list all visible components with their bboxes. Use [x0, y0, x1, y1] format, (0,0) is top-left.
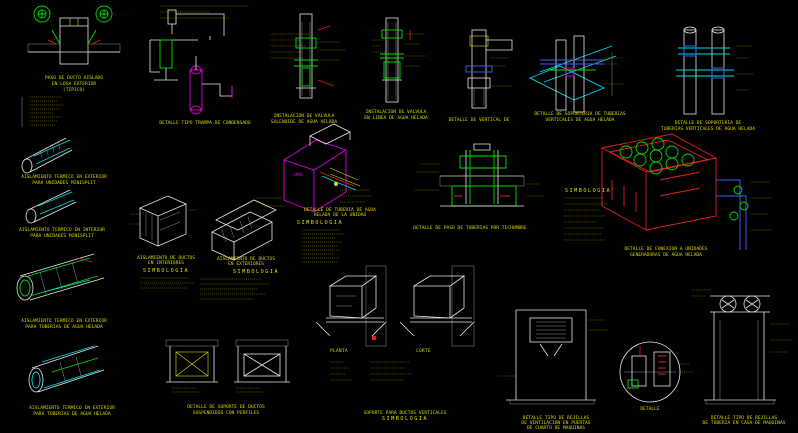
simbologia-2: SIMBOLOGIA: [233, 269, 279, 275]
simbologia-1: SIMBOLOGIA: [143, 268, 189, 274]
title-unit-pipe-2: HELADA DE LA UNIDAD: [314, 212, 367, 218]
title-thermal-ext-2b: PARA TUBERIAS DE AGUA HELADA: [25, 324, 103, 330]
title-chiller-1: DETALLE DE CONEXION A UNIDADES: [625, 246, 708, 252]
title-duct-insul-2a: AISLAMIENTO DE DUCTOS: [217, 256, 275, 262]
unit-tag: UMA: [294, 172, 303, 178]
title-duct-support-1: DETALLE DE SOPORTE DE DUCTOS: [187, 404, 265, 410]
simbologia-4: SIMBOLOGIA: [565, 188, 611, 194]
title-thermal-ext-2a: AISLAMIENTO TERMICO EN EXTERIOR: [21, 318, 107, 324]
detail-thermal-ext-1: AISLAMIENTO TERMICO EN EXTERIOR PARA UNI…: [21, 137, 107, 186]
detail-duct-insulation-2: AISLAMIENTO DE DUCTOS EN EXTERIORES SIMB…: [200, 197, 286, 300]
title-door-1a: DETALLE TIPO DE REJILLAS: [523, 415, 590, 421]
detail-vertical-line: INSTALACION DE VALVULA EN LINEA DE AGUA …: [364, 17, 428, 121]
detail-thermal-ext-2: AISLAMIENTO TERMICO EN EXTERIOR PARA TUB…: [16, 253, 107, 330]
detail-door-grille-1: DETALLE TIPO DE REJILLAS DE VENTILACION …: [498, 309, 608, 431]
title-door-1c: DE CUARTO DE MAQUINAS: [527, 425, 585, 431]
title-valve-install-1: INSTALACION DE VALVULA: [274, 113, 335, 119]
detail-unit-piping: UMA DETALLE DE TUBERIA DE AGUA HELADA DE…: [282, 123, 376, 263]
detail-vertical-duct-support: PLANTA CORTE SOPORTE PARA DUCTOS VERTICA…: [315, 265, 475, 422]
title-thermal-ext-1a: AISLAMIENTO TERMICO EN EXTERIOR: [21, 174, 107, 180]
title-pipe-support-2b: TUBERIAS VERTICALES DE AGUA HELADA: [661, 126, 755, 132]
title-unit-pipe-1: DETALLE DE TUBERIA DE AGUA: [304, 207, 376, 213]
title-chiller-2: GENERADORAS DE AGUA HELADA: [630, 252, 702, 258]
title-vertical-pipe: DETALLE DE VERTICAL DE: [449, 117, 510, 123]
title-refrigerant-line-1: INSTALACION DE VALVULA: [366, 109, 427, 115]
title-thermal-ext-1b: PARA UNIDADES MINISPLIT: [32, 180, 96, 186]
detail-door-grille-2: DETALLE TIPO DE REJILLAS DE TUBERIA EN C…: [692, 289, 792, 426]
label-detalle: DETALLE: [640, 406, 660, 412]
detail-pipe-support-1: DETALLE DE SOPORTERIA DE TUBERIAS VERTIC…: [528, 35, 626, 123]
label-corte: CORTE: [416, 348, 431, 354]
title-vertical-duct-support: SOPORTE PARA DUCTOS VERTICALES: [364, 410, 447, 416]
title-duct-insul-1a: AISLAMIENTO DE DUCTOS: [137, 255, 195, 261]
title-pipe-support-1a: DETALLE DE SOPORTERIA DE TUBERIAS: [534, 111, 626, 117]
title-duct-insul-1b: EN INTERIORES: [148, 260, 184, 266]
title-duct-support-2: SUSPENDIDOS CON PERFILES: [193, 410, 260, 416]
detail-valve-install: INSTALACION DE VALVULA SOLENOIDE DE AGUA…: [270, 13, 346, 125]
title-slab-passage: DETALLE DE PASO DE TUBERIAS POR TECHUMBR…: [413, 225, 527, 231]
title-duct-passage-1: PASO DE DUCTO AISLADO: [45, 75, 103, 81]
title-door-1b: DE VENTILACION EN PUERTAS: [521, 420, 590, 426]
title-thermal-int-1a: AISLAMIENTO TERMICO EN INTERIOR: [19, 227, 105, 233]
title-door-2a: DETALLE TIPO DE REJILLAS: [711, 415, 778, 421]
detail-slab-passage: DETALLE DE PASO DE TUBERIAS POR TECHUMBR…: [413, 143, 544, 231]
title-duct-passage-3: (TIPICO): [63, 87, 85, 93]
detail-chiller-connection: SIMBOLOGIA DETALLE DE CONEXION A UNIDADE…: [564, 133, 772, 258]
detail-duct-passage: PASO DE DUCTO AISLADO EN LOSA EXTERIOR (…: [21, 5, 121, 127]
title-refrigerant-line-2: EN LINEA DE AGUA HELADA: [364, 115, 428, 121]
detail-pipe-support-2: DETALLE DE SOPORTERIA DE TUBERIAS VERTIC…: [661, 26, 755, 132]
title-condensate-trap: DETALLE TIPO TRAMPA DE CONDENSADO: [159, 120, 251, 126]
detail-condensate-trap: DETALLE TIPO TRAMPA DE CONDENSADO: [149, 5, 251, 126]
title-pipe-support-1b: VERTICALES DE AGUA HELADA: [545, 117, 614, 123]
detail-thermal-int-1: AISLAMIENTO TERMICO EN INTERIOR PARA UNI…: [19, 189, 105, 239]
title-duct-insul-2b: EN EXTERIORES: [228, 261, 264, 267]
title-door-2b: DE TUBERIA EN CASA DE MAQUINAS: [703, 420, 786, 426]
title-thermal-ext-3a: AISLAMIENTO TERMICO EN EXTERIOR: [29, 405, 115, 411]
detail-vertical-pipe: DETALLE DE VERTICAL DE: [449, 29, 513, 123]
title-duct-passage-2: EN LOSA EXTERIOR: [52, 81, 96, 87]
title-valve-install-2: SOLENOIDE DE AGUA HELADA: [271, 119, 338, 125]
detail-duct-support: DETALLE DE SOPORTE DE DUCTOS SUSPENDIDOS…: [165, 339, 290, 416]
simbologia-5: SIMBOLOGIA: [382, 416, 428, 422]
simbologia-3: SIMBOLOGIA: [297, 220, 343, 226]
detail-duct-insulation-1: AISLAMIENTO DE DUCTOS EN INTERIORES SIMB…: [130, 195, 198, 289]
title-pipe-support-2a: DETALLE DE SOPORTERIA DE: [675, 120, 742, 126]
title-thermal-int-1b: PARA UNIDADES MINISPLIT: [30, 233, 94, 239]
title-thermal-ext-3b: PARA TUBERIAS DE AGUA HELADA: [33, 411, 111, 417]
detail-thermal-ext-3: AISLAMIENTO TERMICO EN EXTERIOR PARA TUB…: [28, 345, 115, 417]
label-planta: PLANTA: [330, 348, 348, 354]
detail-grille-section: DETALLE: [619, 341, 694, 412]
